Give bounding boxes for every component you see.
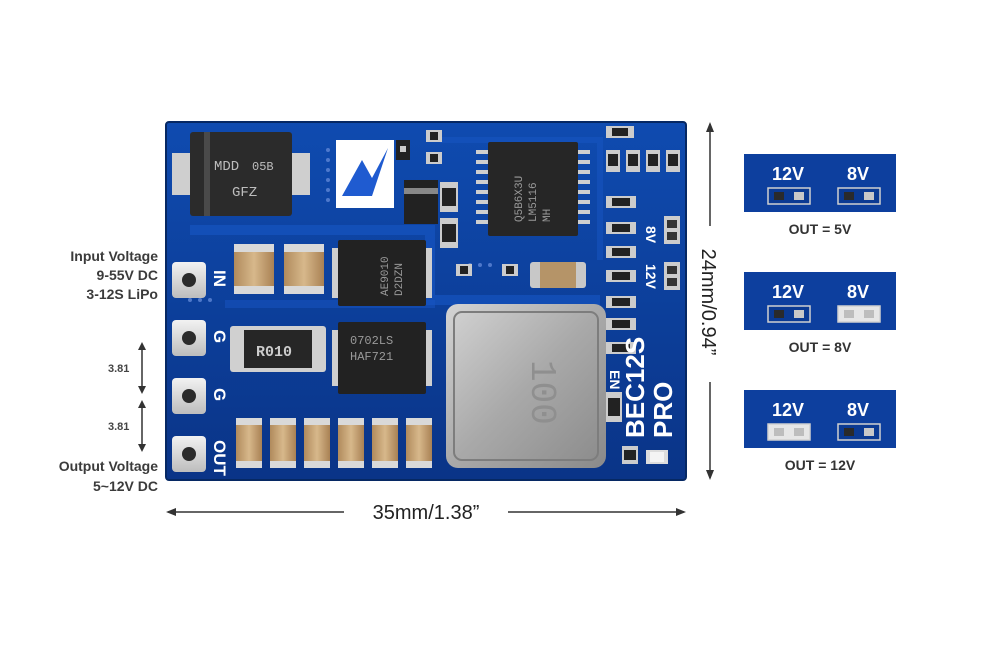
input-capacitors bbox=[234, 244, 324, 294]
input-voltage-title: Input Voltage bbox=[70, 248, 158, 264]
jumper-pad bbox=[864, 192, 874, 200]
mosfet-high: AE9010 D2DZN bbox=[332, 240, 432, 306]
jumper-label-12v: 12V bbox=[772, 282, 804, 302]
ic-marking-1: Q5B6X3U bbox=[514, 176, 526, 222]
width-label: 35mm/1.38” bbox=[373, 502, 480, 524]
diode-marking-3: GFZ bbox=[232, 185, 257, 201]
jumper-caption: OUT = 8V bbox=[789, 339, 852, 355]
jumper-pad bbox=[774, 192, 784, 200]
mosfet1-marking-2: D2DZN bbox=[394, 263, 406, 296]
jumper-pad bbox=[794, 310, 804, 318]
tantalum-cap bbox=[530, 262, 586, 288]
height-label: 24mm/0.94” bbox=[697, 249, 719, 356]
pad-label-g2: G bbox=[210, 388, 229, 401]
output-voltage-range: 5~12V DC bbox=[93, 478, 158, 494]
board-en-label: EN bbox=[607, 370, 623, 389]
jumper-pad bbox=[864, 428, 874, 436]
ic-marking-2: LM5116 bbox=[528, 182, 540, 222]
smd-components bbox=[396, 126, 680, 464]
pitch-dimension bbox=[138, 342, 146, 452]
jumper-pad bbox=[774, 310, 784, 318]
mosfet1-marking-1: AE9010 bbox=[380, 256, 392, 296]
jumper-config-3: 12V 8V OUT = 12V bbox=[744, 390, 896, 473]
jumper-pad bbox=[864, 310, 874, 318]
jumper-pad bbox=[774, 428, 784, 436]
diode-marking-2: 05B bbox=[252, 160, 274, 174]
brand-logo bbox=[336, 140, 394, 208]
input-voltage-range: 9-55V DC bbox=[97, 267, 158, 283]
diode-marking-1: MDD bbox=[214, 159, 239, 175]
output-capacitors bbox=[236, 418, 432, 468]
mosfet2-marking-1: 0702LS bbox=[350, 334, 393, 348]
jumper-caption: OUT = 5V bbox=[789, 221, 852, 237]
jumper-caption: OUT = 12V bbox=[785, 457, 856, 473]
board-name-1: BEC12S bbox=[620, 337, 650, 438]
board-jumper-12v: 12V bbox=[643, 264, 659, 290]
controller-ic: Q5B6X3U LM5116 MH bbox=[476, 142, 590, 236]
ic-marking-3: MH bbox=[542, 209, 554, 222]
onboard-jumpers bbox=[664, 216, 680, 290]
pitch-label-2: 3.81 bbox=[108, 421, 129, 433]
shunt-resistor: R010 bbox=[230, 326, 326, 372]
schottky-diode: MDD 05B GFZ bbox=[172, 132, 310, 216]
board-jumper-8v: 8V bbox=[643, 226, 659, 244]
height-dimension bbox=[706, 122, 714, 480]
jumper-label-8v: 8V bbox=[847, 282, 869, 302]
mosfet2-marking-2: HAF721 bbox=[350, 350, 393, 364]
pad-label-g1: G bbox=[210, 330, 229, 343]
jumper-label-12v: 12V bbox=[772, 164, 804, 184]
jumper-config-2: 12V 8V OUT = 8V bbox=[744, 272, 896, 355]
jumper-pad bbox=[844, 192, 854, 200]
power-inductor: 100 bbox=[446, 304, 606, 468]
jumper-label-8v: 8V bbox=[847, 164, 869, 184]
jumper-pad bbox=[794, 192, 804, 200]
jumper-label-8v: 8V bbox=[847, 400, 869, 420]
jumper-pad bbox=[844, 428, 854, 436]
board-name-2: PRO bbox=[648, 382, 678, 438]
pitch-label-1: 3.81 bbox=[108, 363, 129, 375]
inductor-marking: 100 bbox=[521, 360, 562, 425]
jumper-config-1: 12V 8V OUT = 5V bbox=[744, 154, 896, 237]
solder-pads bbox=[172, 262, 206, 472]
pad-label-out: OUT bbox=[210, 440, 229, 477]
shunt-marking: R010 bbox=[256, 344, 292, 361]
mosfet-low: 0702LS HAF721 bbox=[332, 322, 432, 394]
pad-label-in: IN bbox=[210, 270, 229, 287]
jumper-label-12v: 12V bbox=[772, 400, 804, 420]
output-voltage-title: Output Voltage bbox=[59, 458, 158, 474]
input-lipo-range: 3-12S LiPo bbox=[86, 286, 158, 302]
width-dimension bbox=[166, 508, 686, 516]
jumper-pad bbox=[844, 310, 854, 318]
jumper-pad bbox=[794, 428, 804, 436]
